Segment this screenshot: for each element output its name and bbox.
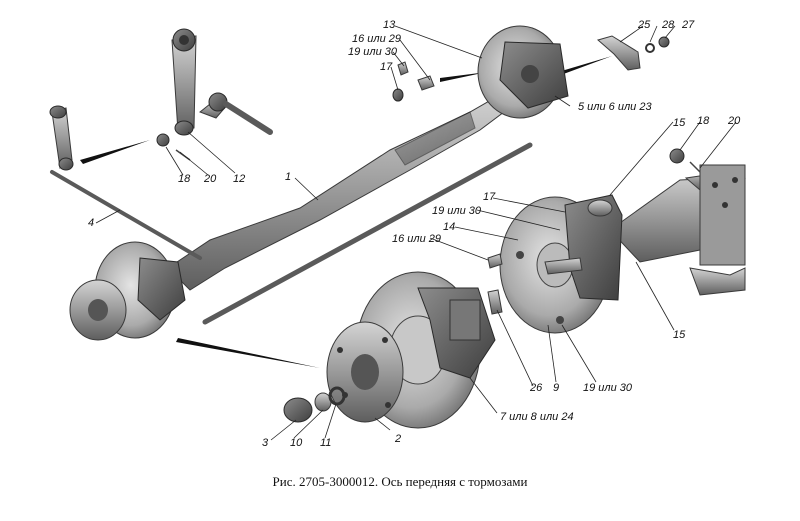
- label-20-right: 20: [727, 115, 741, 127]
- label-2: 2: [394, 433, 401, 445]
- tie-rod: [202, 142, 533, 325]
- label-19-upper: 19 или 30: [348, 46, 398, 58]
- label-10: 10: [290, 437, 303, 449]
- washer-11: [328, 386, 346, 406]
- label-25: 25: [637, 19, 651, 31]
- label-28: 28: [661, 19, 675, 31]
- pitman-arm-12: [171, 28, 197, 136]
- label-4: 4: [88, 217, 94, 229]
- bushing-17-upper: [392, 88, 404, 102]
- label-27: 27: [681, 19, 695, 31]
- arrow-king-pin: [440, 72, 487, 82]
- label-5: 5 или 6 или 23: [578, 101, 652, 113]
- bracket-25: [596, 35, 641, 71]
- hub-cap-3: [283, 397, 313, 423]
- label-17-upper: 17: [380, 61, 393, 73]
- bolt-16-upper: [417, 75, 435, 91]
- nut-27: [658, 36, 670, 48]
- washer-28: [645, 43, 655, 53]
- label-16-upper: 16 или 29: [352, 33, 401, 45]
- label-18-left: 18: [178, 173, 191, 185]
- label-16-lower: 16 или 29: [392, 233, 441, 245]
- label-19-mid: 19 или 30: [432, 205, 482, 217]
- label-13: 13: [383, 19, 396, 31]
- nut-18: [156, 133, 170, 147]
- label-3: 3: [262, 437, 269, 449]
- brake-caliper: [417, 287, 496, 379]
- label-18-right: 18: [697, 115, 710, 127]
- label-15-top: 15: [673, 117, 686, 129]
- pitman-arm-left: [49, 105, 74, 171]
- drag-link: [50, 170, 202, 260]
- wheel-hub-2: [326, 321, 404, 423]
- arrow-hub: [176, 338, 320, 368]
- fitting-19-upper: [397, 61, 409, 76]
- steering-knuckle-right: [544, 194, 623, 301]
- label-15-bottom: 15: [673, 329, 686, 341]
- axle-beam: [167, 91, 521, 291]
- tie-rod-end-upper: [199, 92, 273, 135]
- bolt-16-right: [487, 253, 503, 269]
- label-7: 7 или 8 или 24: [500, 411, 574, 423]
- label-9: 9: [553, 382, 559, 394]
- figure-caption: Рис. 2705-3000012. Ось передняя с тормоз…: [273, 474, 528, 489]
- label-26: 26: [529, 382, 543, 394]
- label-14: 14: [443, 221, 455, 233]
- leader-lines: [95, 25, 737, 441]
- label-19-lower: 19 или 30: [583, 382, 633, 394]
- label-11: 11: [320, 437, 331, 449]
- label-17-lower: 17: [483, 191, 496, 203]
- upper-knuckle-brake: [477, 25, 569, 119]
- label-20-left: 20: [203, 173, 217, 185]
- left-hub-assembly: [69, 241, 186, 341]
- nut-18-right: [669, 148, 685, 164]
- arrow-pitman: [80, 140, 150, 164]
- steering-arm-right: [609, 164, 746, 296]
- label-1: 1: [285, 171, 291, 183]
- cotter-pin-20-right: [689, 161, 701, 173]
- label-12: 12: [233, 173, 245, 185]
- pads-26: [487, 289, 503, 315]
